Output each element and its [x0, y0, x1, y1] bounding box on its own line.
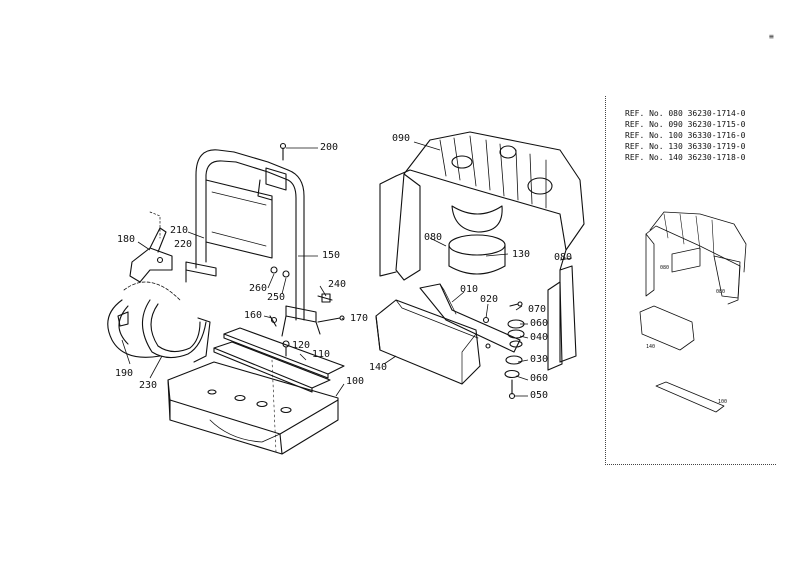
callout-080-right: 080 — [554, 252, 573, 263]
clamp-band — [107, 281, 211, 363]
inset-frame — [605, 96, 776, 465]
callout-250: 250 — [267, 292, 286, 303]
inset-callout-140: 140 — [646, 344, 656, 350]
callout-160: 160 — [244, 310, 263, 321]
callout-030: 030 — [530, 354, 549, 365]
callout-260: 260 — [249, 283, 268, 294]
callout-230: 230 — [139, 380, 158, 391]
callout-060-upper: 060 — [530, 318, 549, 329]
callout-010: 010 — [460, 284, 479, 295]
callout-240: 240 — [328, 279, 347, 290]
callout-140: 140 — [369, 362, 388, 373]
callout-040: 040 — [530, 332, 549, 343]
inset-drawing — [639, 211, 747, 413]
ref-row-090: REF. No. 090 36230-1715-0 — [625, 120, 746, 129]
callout-190: 190 — [115, 368, 134, 379]
callout-100: 100 — [346, 376, 365, 387]
inset-callout-080-right: 080 — [716, 289, 726, 295]
callout-050: 050 — [530, 390, 549, 401]
callout-150: 150 — [322, 250, 341, 261]
callout-210: 210 — [170, 225, 189, 236]
cushion-block — [375, 299, 481, 385]
radiator-shroud — [379, 131, 585, 371]
callout-070: 070 — [528, 304, 547, 315]
callout-020: 020 — [480, 294, 499, 305]
ref-row-140: REF. No. 140 36230-1718-0 — [625, 153, 746, 162]
callout-120: 120 — [292, 340, 311, 351]
inset-callout-100: 100 — [718, 399, 728, 405]
callout-060-lower: 060 — [530, 373, 549, 384]
ref-row-130: REF. No. 130 36330-1719-0 — [625, 142, 746, 151]
callout-180: 180 — [117, 234, 136, 245]
callout-090: 090 — [392, 133, 411, 144]
callout-080-mid: 080 — [424, 232, 443, 243]
callout-170: 170 — [350, 313, 369, 324]
callout-200: 200 — [320, 142, 339, 153]
frame-assembly — [185, 142, 345, 357]
base-plate — [167, 359, 339, 455]
ref-row-080: REF. No. 080 36230-1714-0 — [625, 109, 746, 118]
hanger-bracket — [129, 211, 173, 283]
callout-110: 110 — [312, 349, 331, 360]
inset-callout-080-left: 080 — [660, 265, 670, 271]
corner-mark: ≡ — [769, 32, 774, 41]
callout-220: 220 — [174, 239, 193, 250]
ref-row-100: REF. No. 100 36330-1716-0 — [625, 131, 746, 140]
rail-plates — [213, 327, 345, 393]
callout-130: 130 — [512, 249, 531, 260]
